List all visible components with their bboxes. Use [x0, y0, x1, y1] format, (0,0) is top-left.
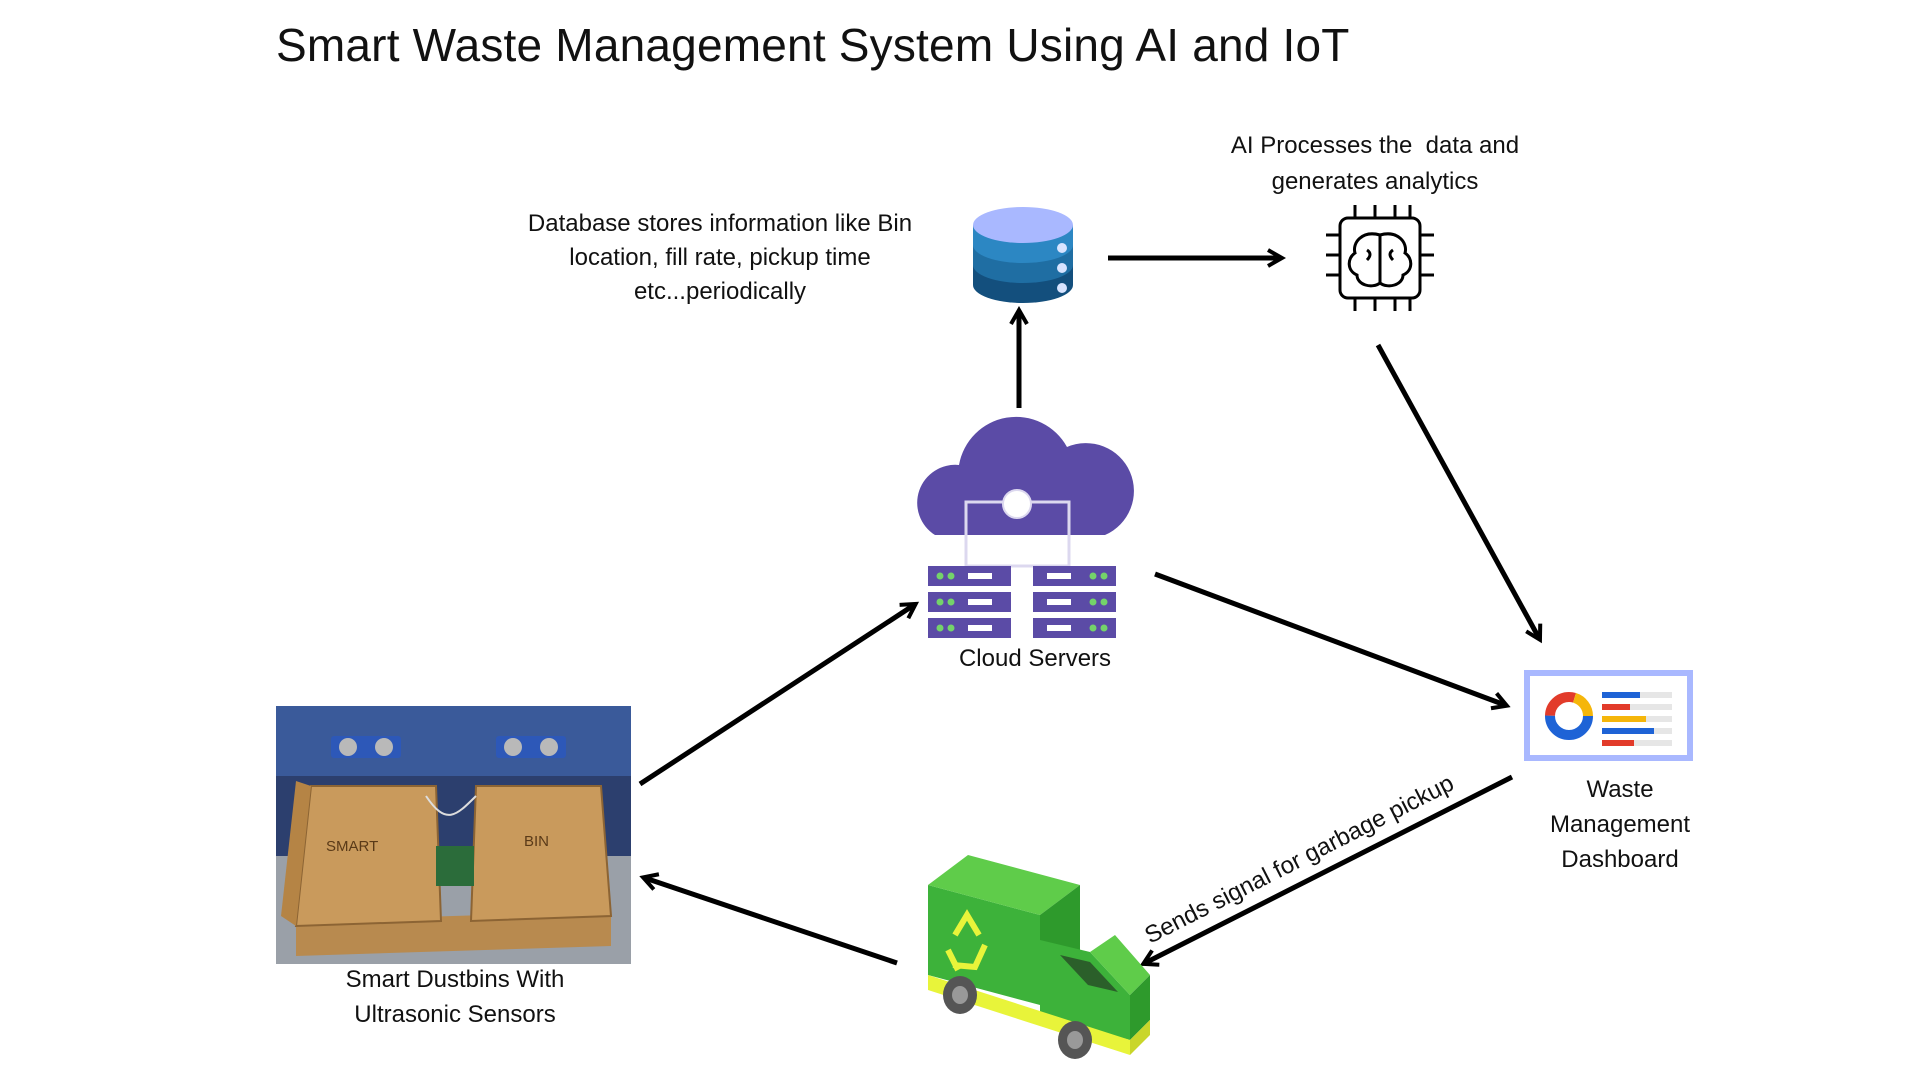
ai-chip-brain-icon	[1326, 205, 1434, 311]
database-caption-line-2: location, fill rate, pickup time	[569, 244, 871, 271]
edge-label-pickup-signal: Sends signal for garbage pickup	[1140, 770, 1458, 950]
dashboard-caption-line-1: Waste	[1586, 776, 1654, 803]
smart-dustbin-photo: SMART BIN	[276, 706, 631, 964]
recycle-icon	[945, 909, 988, 972]
database-caption: Database stores information like Bin loc…	[500, 207, 940, 309]
arrow-dashboard-to-truck	[1139, 774, 1514, 967]
arrow-ai-to-dashboard	[1375, 343, 1543, 644]
bin-label-bin: BIN	[524, 833, 549, 850]
ai-caption: AI Processes the data and generates anal…	[1190, 128, 1560, 200]
ai-caption-line-2: generates analytics	[1271, 168, 1479, 195]
dashboard-caption-line-3: Dashboard	[1561, 846, 1679, 873]
database-icon	[973, 207, 1073, 303]
database-caption-line-1: Database stores information like Bin	[527, 210, 913, 237]
dashboard-caption: Waste Management Dashboard	[1510, 772, 1730, 877]
bin-label-smart: SMART	[326, 838, 378, 855]
dustbin-caption-line-2: Ultrasonic Sensors	[354, 1001, 556, 1028]
dustbin-caption-line-1: Smart Dustbins With	[345, 966, 565, 993]
database-caption-line-3: etc...periodically	[633, 278, 807, 305]
ai-caption-line-1: AI Processes the data and	[1230, 132, 1520, 159]
cloud-server-icon	[917, 416, 1134, 638]
garbage-truck-icon	[928, 855, 1150, 1059]
dashboard-caption-line-2: Management	[1549, 811, 1691, 838]
arrow-truck-to-dustbin	[639, 872, 898, 966]
dustbin-caption: Smart Dustbins With Ultrasonic Sensors	[300, 962, 610, 1032]
arrow-cloud-to-dashboard	[1154, 571, 1511, 711]
dashboard-icon	[1524, 670, 1693, 761]
arrow-dustbin-to-cloud	[638, 601, 920, 787]
diagram-title: Smart Waste Management System Using AI a…	[276, 19, 1350, 71]
cloud-caption: Cloud Servers	[958, 645, 1112, 672]
